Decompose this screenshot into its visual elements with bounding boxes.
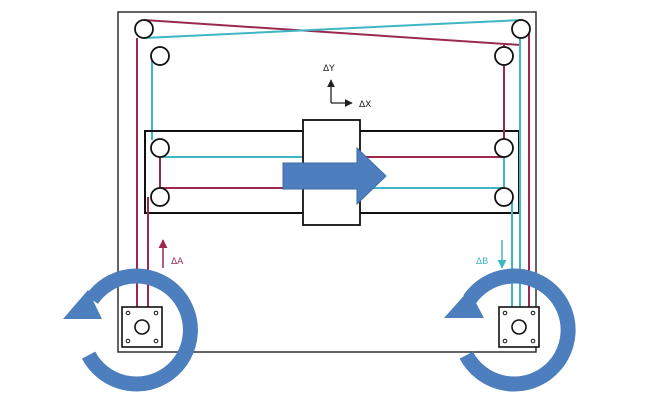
pulley-gantry-left-lower [150,187,170,207]
motion-arrow-icon [282,146,387,206]
pulley-gantry-right-upper [494,138,514,158]
pulley-top-left-inner [150,46,170,66]
delta-y-label: ΔY [323,64,335,74]
motor-a [121,306,163,348]
pulley-top-left [134,19,154,39]
pulley-gantry-right-lower [494,187,514,207]
pulley-top-right-inner [494,46,514,66]
belt-b [143,19,522,308]
rotate-counterclockwise-icon [63,268,198,392]
motor-a-shaft [134,319,150,335]
pulley-gantry-left-upper [150,138,170,158]
motor-b [498,306,540,348]
delta-a-indicator: ΔA [158,239,184,268]
rotate-counterclockwise-icon [444,268,576,392]
delta-b-label: ΔB [476,257,488,267]
motor-b-shaft [511,319,527,335]
delta-x-label: ΔX [359,100,371,110]
axis-indicator: ΔY ΔX [323,64,371,110]
frame [117,11,537,353]
delta-a-label: ΔA [171,257,184,267]
pulleys [134,19,531,207]
pulley-top-right [511,19,531,39]
delta-b-indicator: ΔB [476,240,507,269]
